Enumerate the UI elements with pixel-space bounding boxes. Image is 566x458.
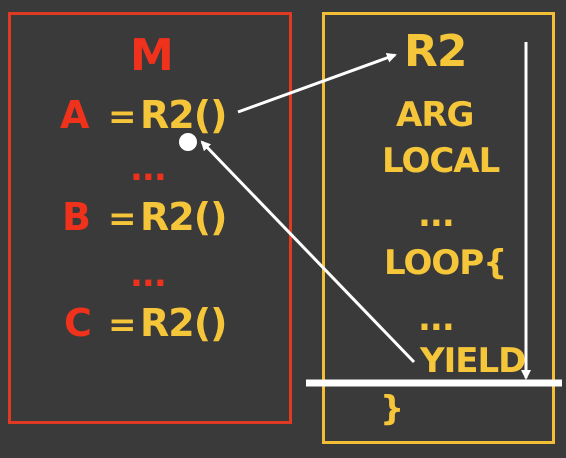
- routine-dots-1: ...: [418, 195, 455, 235]
- line-c-call: R2(): [140, 301, 227, 345]
- routine-arg: ARG: [396, 95, 474, 135]
- line-a-var: A: [60, 93, 89, 137]
- main-dots-1: ...: [130, 149, 167, 189]
- routine-dots-2: ...: [418, 299, 455, 339]
- line-b-eq: =: [108, 199, 136, 239]
- main-title: M: [130, 30, 174, 81]
- line-a-call: R2(): [140, 93, 227, 137]
- routine-loop: LOOP{: [384, 243, 507, 283]
- yield-return-arrow: [200, 140, 416, 364]
- resume-point-dot: [179, 133, 197, 151]
- line-c-var: C: [64, 301, 92, 345]
- routine-close-brace: }: [380, 389, 404, 429]
- main-dots-2: ...: [130, 255, 167, 295]
- line-b-call: R2(): [140, 195, 227, 239]
- routine-title: R2: [404, 26, 467, 77]
- line-c-eq: =: [108, 305, 136, 345]
- routine-local: LOCAL: [382, 141, 500, 181]
- line-b-var: B: [62, 195, 91, 239]
- routine-yield: YIELD: [420, 341, 526, 381]
- main-box: [8, 12, 292, 424]
- line-a-eq: =: [108, 97, 136, 137]
- call-arrow: [237, 53, 397, 114]
- routine-box: [322, 12, 555, 444]
